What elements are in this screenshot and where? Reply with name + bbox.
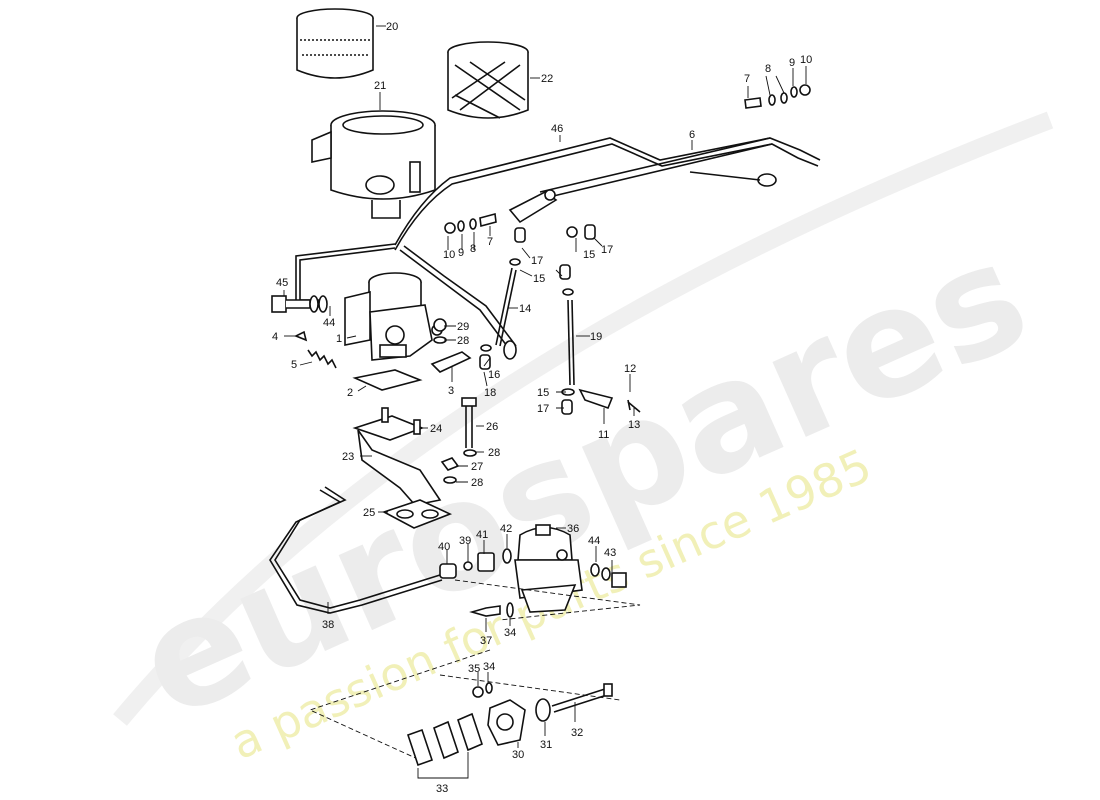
nut [433, 318, 447, 332]
watermark-swoosh [113, 111, 1054, 726]
split-pin [627, 401, 641, 413]
callout-5: 5 [291, 359, 297, 371]
assembly-line [454, 579, 641, 621]
callout-33: 33 [436, 783, 448, 795]
carburettor [344, 272, 443, 361]
callout-6: 6 [689, 129, 695, 141]
leader-lines [283, 25, 807, 779]
air-filter-cap [296, 8, 374, 79]
ball-socket [479, 354, 491, 370]
air-filter-housing [311, 110, 436, 219]
link-rod [495, 267, 513, 346]
callout-7: 7 [744, 73, 750, 85]
callout-8-left: 8 [470, 243, 476, 255]
filter-element [447, 41, 529, 119]
callout-1: 1 [336, 333, 342, 345]
throttle-lever [430, 351, 472, 373]
callout-15-b: 15 [583, 249, 595, 261]
watermark-brand: eurospares [114, 208, 1051, 753]
callout-27: 27 [471, 461, 483, 473]
callout-25: 25 [363, 507, 375, 519]
callout-32: 32 [571, 727, 583, 739]
callout-35: 35 [468, 663, 480, 675]
callout-10: 10 [800, 54, 812, 66]
callout-28-a: 28 [457, 335, 469, 347]
callout-13: 13 [628, 419, 640, 431]
callout-21: 21 [374, 80, 386, 92]
callout-40: 40 [438, 541, 450, 553]
callout-29: 29 [457, 321, 469, 333]
callout-22: 22 [541, 73, 553, 85]
callout-7-left: 7 [487, 236, 493, 248]
callout-36: 36 [567, 523, 579, 535]
spring-clip [294, 330, 308, 342]
fuel-pump [514, 524, 583, 613]
carb-gasket [352, 369, 423, 391]
callout-30: 30 [512, 749, 524, 761]
callout-28-b: 28 [488, 447, 500, 459]
callout-2: 2 [347, 387, 353, 399]
callout-41: 41 [476, 529, 488, 541]
callout-26: 26 [486, 421, 498, 433]
callout-9: 9 [789, 57, 795, 69]
callout-15-c: 15 [537, 387, 549, 399]
pump-mount [406, 682, 613, 767]
callout-10-left: 10 [443, 249, 455, 261]
callout-38: 38 [322, 619, 334, 631]
callout-labels: 20 22 21 46 6 7 8 9 10 10 9 8 7 17 15 15… [272, 21, 812, 795]
callout-4: 4 [272, 331, 278, 343]
throttle-linkage [394, 137, 821, 251]
callout-31: 31 [540, 739, 552, 751]
control-rod [567, 299, 571, 386]
callout-34-a: 34 [504, 627, 516, 639]
bell-crank [578, 388, 614, 410]
callout-17-c: 17 [537, 403, 549, 415]
watermark: eurospares a passion for parts since 198… [113, 111, 1054, 770]
fuel-line [295, 243, 517, 360]
callout-14: 14 [519, 303, 531, 315]
callout-44: 44 [323, 317, 335, 329]
callout-9-left: 9 [458, 247, 464, 259]
callout-37: 37 [480, 635, 492, 647]
callout-11: 11 [598, 429, 609, 441]
callout-18: 18 [484, 387, 496, 399]
union-nut [439, 563, 457, 579]
callout-28-c: 28 [471, 477, 483, 489]
callout-17-b: 17 [601, 244, 613, 256]
bolt-head [461, 397, 477, 407]
callout-16: 16 [488, 369, 500, 381]
manifold-gasket [381, 499, 453, 529]
callout-15-a: 15 [533, 273, 545, 285]
callout-42: 42 [500, 523, 512, 535]
callout-24: 24 [430, 423, 442, 435]
clip [480, 344, 492, 352]
callout-17-a: 17 [531, 255, 543, 267]
callout-44-b: 44 [588, 535, 600, 547]
callout-3: 3 [448, 385, 454, 397]
callout-19: 19 [590, 331, 602, 343]
callout-12: 12 [624, 363, 636, 375]
callout-23: 23 [342, 451, 354, 463]
callout-43: 43 [604, 547, 616, 559]
callout-46: 46 [551, 123, 563, 135]
return-spring [307, 349, 337, 369]
banjo-bolt [271, 295, 328, 313]
callout-34-b: 34 [483, 661, 495, 673]
callout-8: 8 [765, 63, 771, 75]
callout-45: 45 [276, 277, 288, 289]
callout-20: 20 [386, 21, 398, 33]
intake-manifold [352, 407, 442, 506]
callout-39: 39 [459, 535, 471, 547]
